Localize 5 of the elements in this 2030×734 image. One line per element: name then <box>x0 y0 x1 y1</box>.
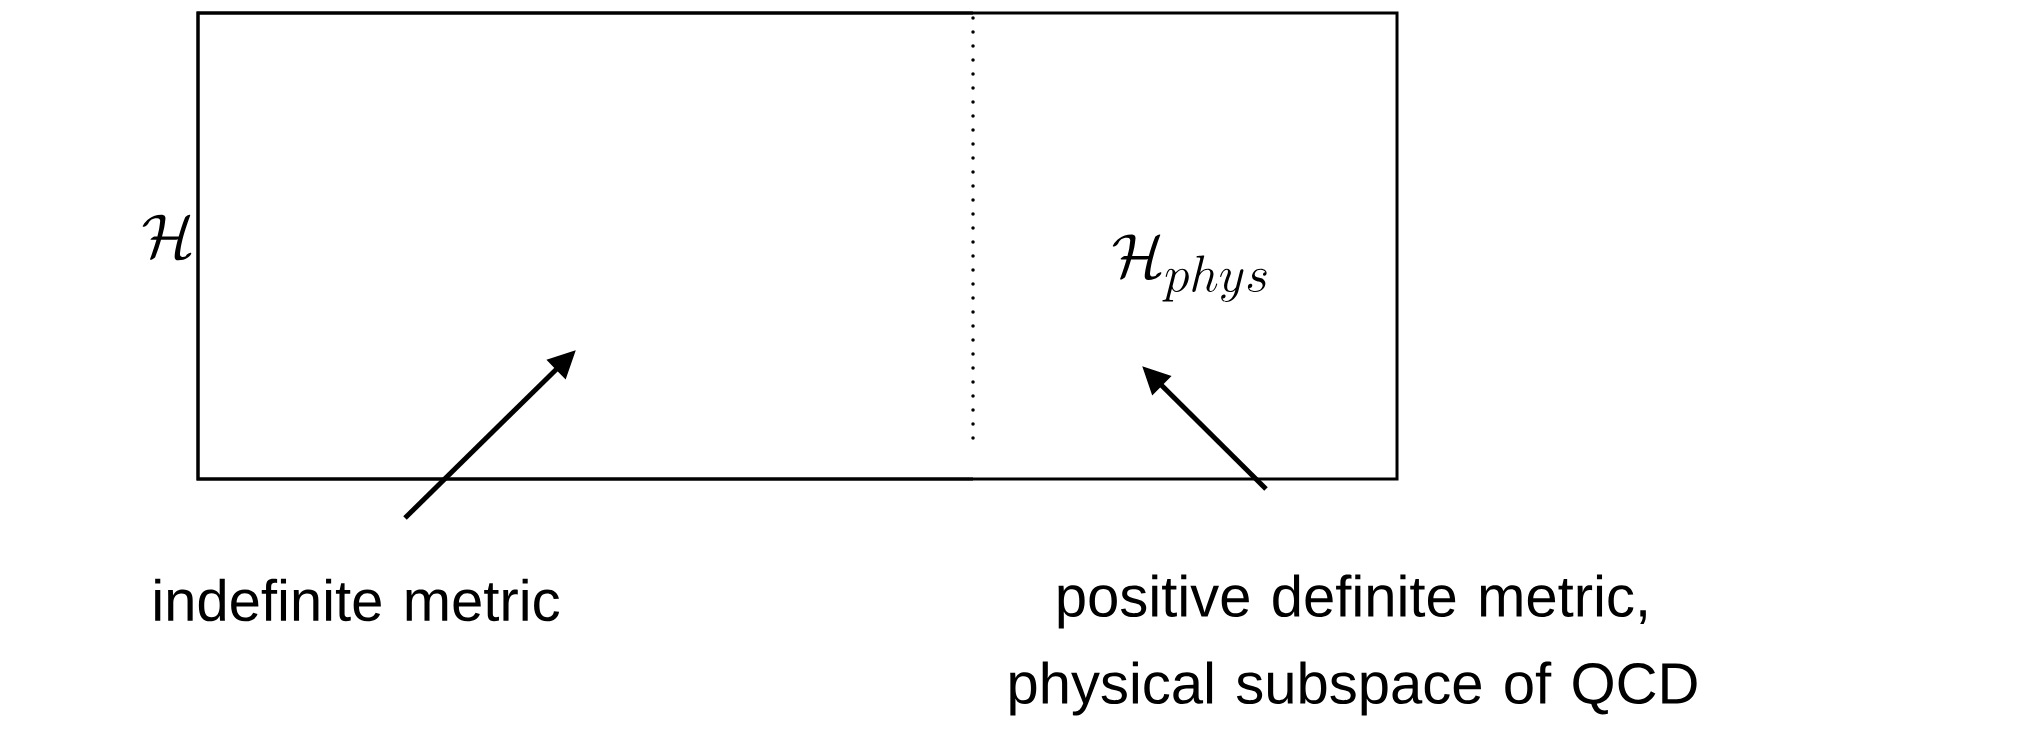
subspace-symbol: $\mathcal{H}_{phys}$ <box>1112 234 1267 303</box>
space-symbol: $\mathcal{H}$ <box>142 214 192 261</box>
caption-text: indefinite metric <box>155 578 560 622</box>
caption-text: positive definite metric, physical subspace of QCD <box>1010 574 1697 716</box>
region-outline <box>196 11 975 481</box>
